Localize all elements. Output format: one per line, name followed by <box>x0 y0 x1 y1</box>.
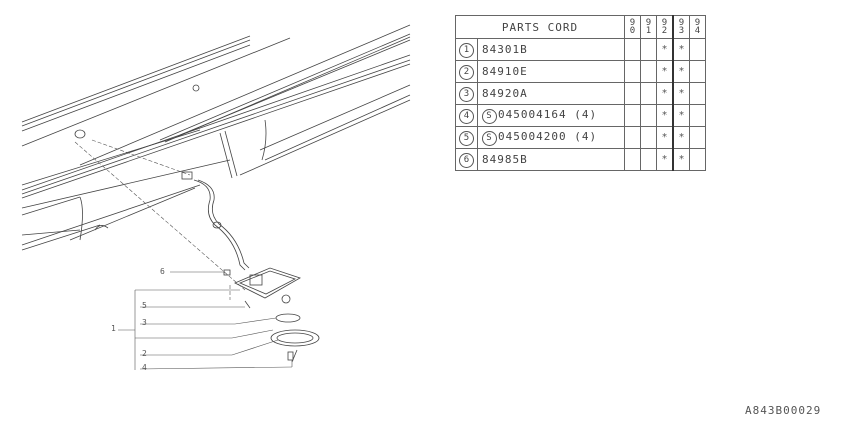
index-circle: 1 <box>459 42 474 58</box>
index-circle: 5 <box>459 130 474 146</box>
standard-part-icon: S <box>482 108 497 124</box>
bumper-body <box>21 24 411 251</box>
part-code: 84920A <box>477 82 625 105</box>
part-code: 84985B <box>477 148 625 171</box>
part-code: 84301B <box>477 38 625 61</box>
callout-4: 4 <box>142 363 147 372</box>
index-circle: 3 <box>459 86 474 102</box>
part-code: 84910E <box>477 60 625 83</box>
standard-part-icon: S <box>482 130 497 146</box>
callout-6: 6 <box>160 267 165 276</box>
callout-2: 2 <box>142 349 147 358</box>
lamp-assembly <box>223 267 320 363</box>
table-row: 6 84985B * * <box>455 148 706 171</box>
index-circle: 6 <box>459 152 474 168</box>
wire-harness <box>181 171 250 271</box>
callout-5: 5 <box>142 301 147 310</box>
drawing-reference-code: A843B00029 <box>745 404 822 417</box>
index-circle: 2 <box>459 64 474 80</box>
callout-3: 3 <box>142 318 147 327</box>
exploded-view-drawing <box>21 24 411 370</box>
table-row: 3 84920A * * <box>455 82 706 105</box>
parts-cord-header: PARTS CORD <box>455 15 625 39</box>
callout-lines <box>118 271 293 370</box>
table-row: 2 84910E * * <box>455 60 706 83</box>
leader-lines <box>74 139 246 300</box>
table-row: 1 84301B * * <box>455 38 706 61</box>
callout-1: 1 <box>111 324 116 333</box>
index-circle: 4 <box>459 108 474 124</box>
